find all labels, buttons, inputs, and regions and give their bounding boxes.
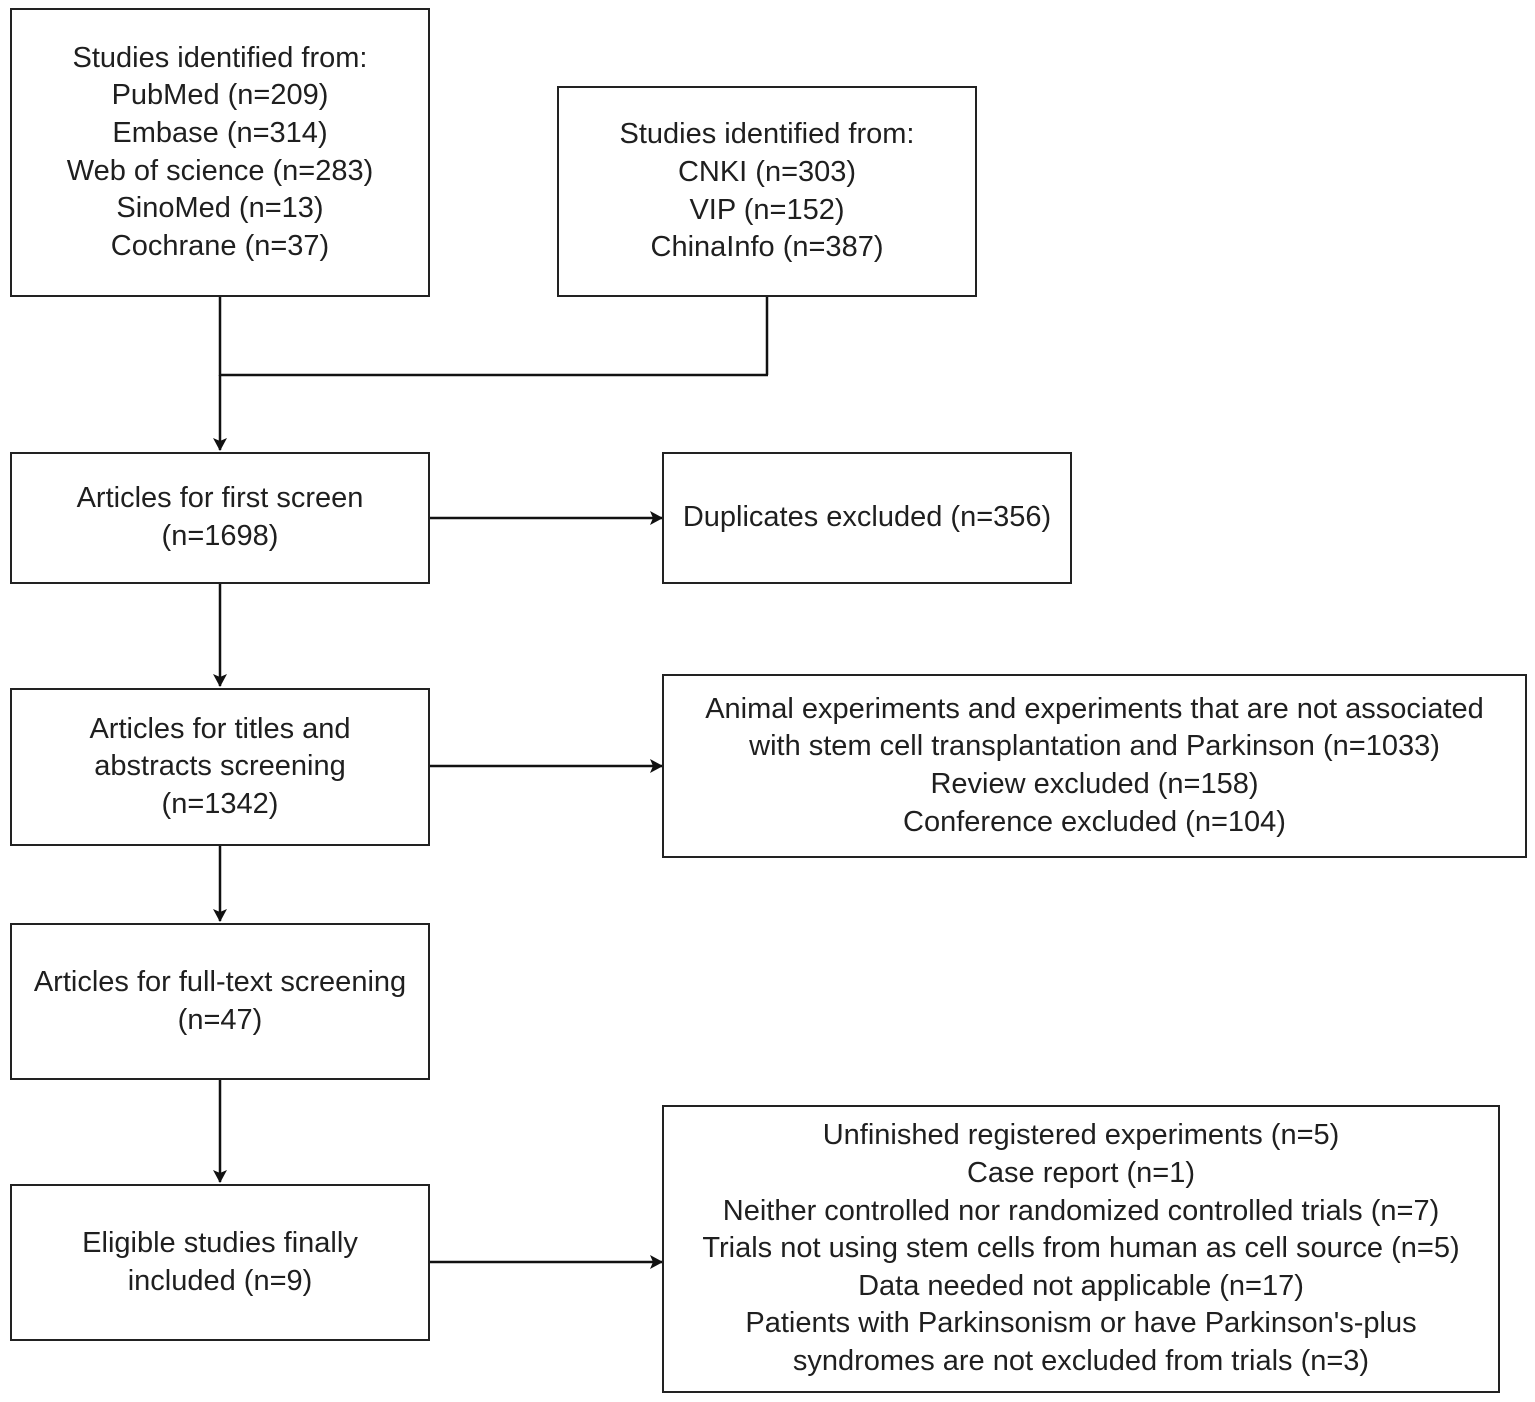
box-exclusion-full-text: Unfinished registered experiments (n=5) …: [662, 1105, 1500, 1393]
box-line: Articles for titles and: [89, 712, 351, 745]
box-sources-english: Studies identified from: PubMed (n=209) …: [10, 8, 430, 297]
box-line: Case report (n=1): [966, 1157, 1196, 1190]
box-line: Web of science (n=283): [66, 154, 374, 187]
box-line: Neither controlled nor randomized contro…: [722, 1194, 1440, 1227]
box-line: ChinaInfo (n=387): [650, 231, 884, 264]
box-exclusion-titles-abstracts: Animal experiments and experiments that …: [662, 674, 1527, 858]
box-line: Data needed not applicable (n=17): [858, 1269, 1304, 1302]
box-line: Cochrane (n=37): [110, 229, 330, 262]
box-line: with stem cell transplantation and Parki…: [749, 730, 1440, 763]
box-titles-abstracts-screening: Articles for titles and abstracts screen…: [10, 688, 430, 846]
box-line: abstracts screening: [94, 750, 346, 783]
box-sources-chinese: Studies identified from: CNKI (n=303) VI…: [557, 86, 977, 297]
box-line: included (n=9): [127, 1264, 313, 1297]
box-line: Patients with Parkinsonism or have Parki…: [745, 1307, 1417, 1340]
box-line: VIP (n=152): [689, 193, 845, 226]
box-line: PubMed (n=209): [111, 79, 329, 112]
box-line: Trials not using stem cells from human a…: [702, 1232, 1460, 1265]
box-line: Embase (n=314): [112, 116, 328, 149]
box-full-text-screening: Articles for full-text screening (n=47): [10, 923, 430, 1080]
box-line: Eligible studies finally: [82, 1226, 358, 1259]
box-line: (n=1342): [161, 787, 279, 820]
box-line: syndromes are not excluded from trials (…: [792, 1344, 1370, 1377]
box-line: Review excluded (n=158): [930, 768, 1259, 800]
box-line: Conference excluded (n=104): [903, 805, 1286, 838]
box-eligible-studies: Eligible studies finally included (n=9): [10, 1184, 430, 1341]
box-first-screen: Articles for first screen (n=1698): [10, 452, 430, 584]
box-line: Studies identified from:: [72, 41, 368, 74]
box-line: Animal experiments and experiments that …: [705, 692, 1484, 725]
box-line: Studies identified from:: [619, 118, 915, 151]
box-line: Articles for first screen: [76, 482, 364, 515]
box-line: CNKI (n=303): [677, 155, 857, 188]
box-line: Articles for full-text screening: [33, 965, 407, 998]
box-line: (n=1698): [161, 520, 279, 552]
box-line: Duplicates excluded (n=356): [682, 501, 1052, 534]
box-line: SinoMed (n=13): [116, 192, 324, 225]
box-duplicates-excluded: Duplicates excluded (n=356): [662, 452, 1072, 584]
box-line: Unfinished registered experiments (n=5): [822, 1119, 1340, 1152]
box-line: (n=47): [177, 1003, 263, 1036]
